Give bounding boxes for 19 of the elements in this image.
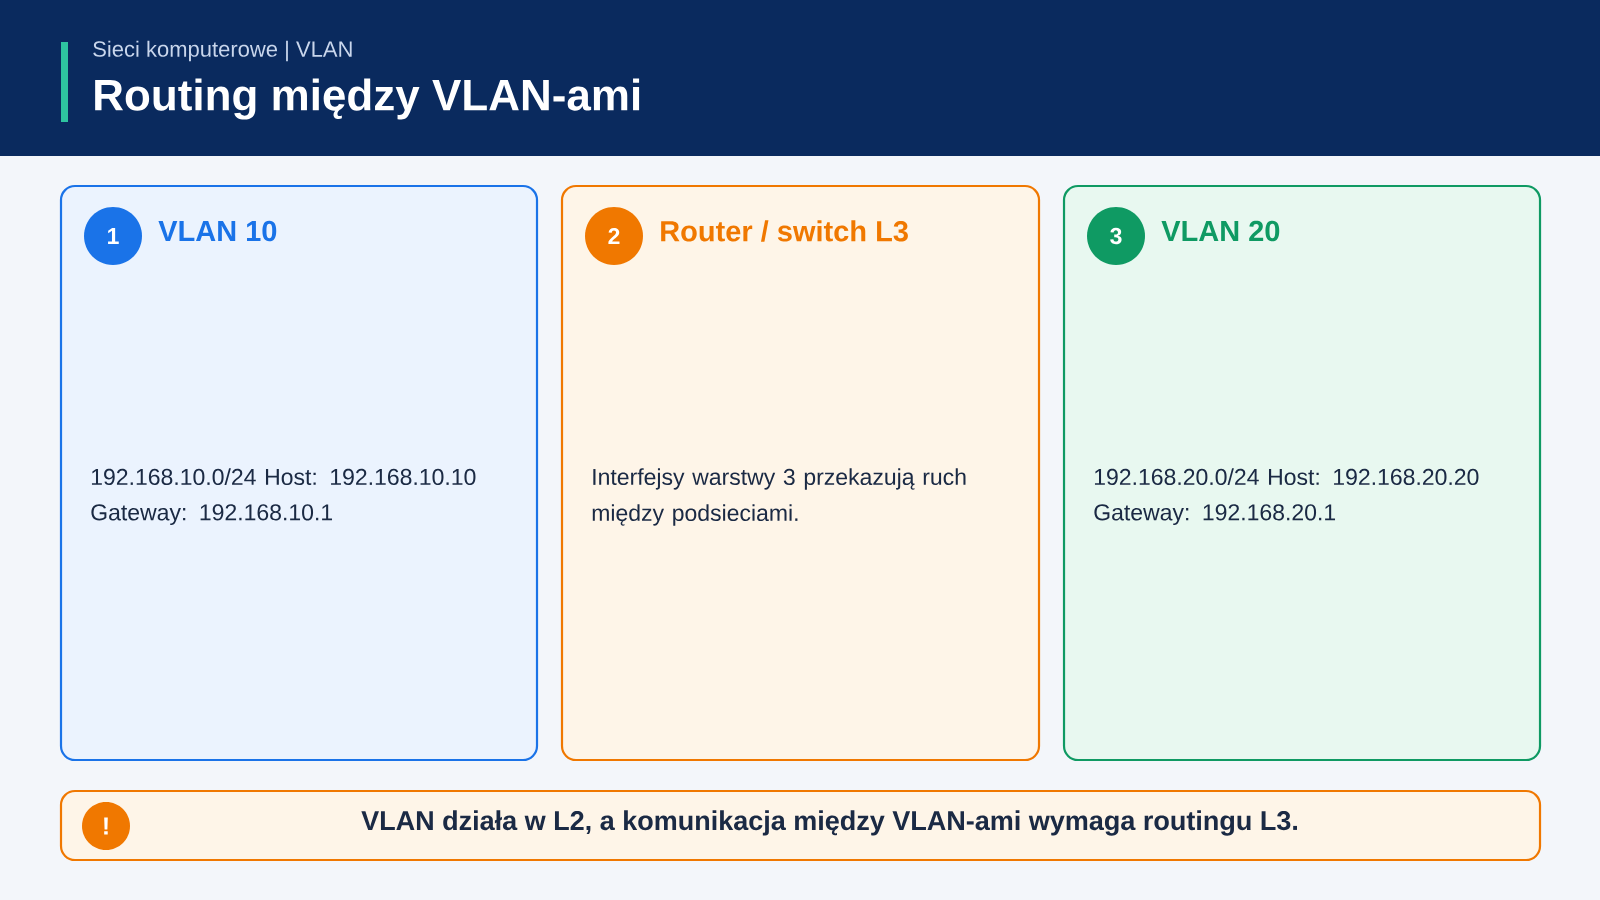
card-heading: VLAN 20 [1161, 220, 1280, 242]
card-text: Interfejsy warstwy 3 przekazują ruch między podsieciami. [592, 468, 966, 526]
card [59, 184, 539, 762]
note-bar [59, 789, 1542, 862]
title: Routing między VLAN-ami [95, 78, 640, 120]
card [1062, 184, 1542, 762]
subtitle: Sieci komputerowe | VLAN [93, 40, 352, 62]
card-text: 192.168.20.0/24 Host: 192.168.20.20 [1094, 468, 1479, 486]
card-heading: VLAN 10 [158, 220, 277, 242]
card-text: 192.168.10.0/24 Host: 192.168.10.10 [91, 468, 476, 486]
card-text: Gateway: 192.168.10.1 [91, 504, 332, 526]
number-badge: 3 [1087, 207, 1145, 265]
number-badge: 2 [585, 207, 643, 265]
number-badge: 1 [84, 207, 142, 265]
note-text: VLAN działa w L2, a komunikacja między VLAN-ami wymaga routingu L3. [361, 810, 1297, 836]
card-text: Gateway: 192.168.20.1 [1094, 504, 1335, 526]
number-badge: ! [82, 802, 130, 850]
card-heading: Router / switch L3 [661, 220, 908, 242]
card [560, 184, 1041, 762]
